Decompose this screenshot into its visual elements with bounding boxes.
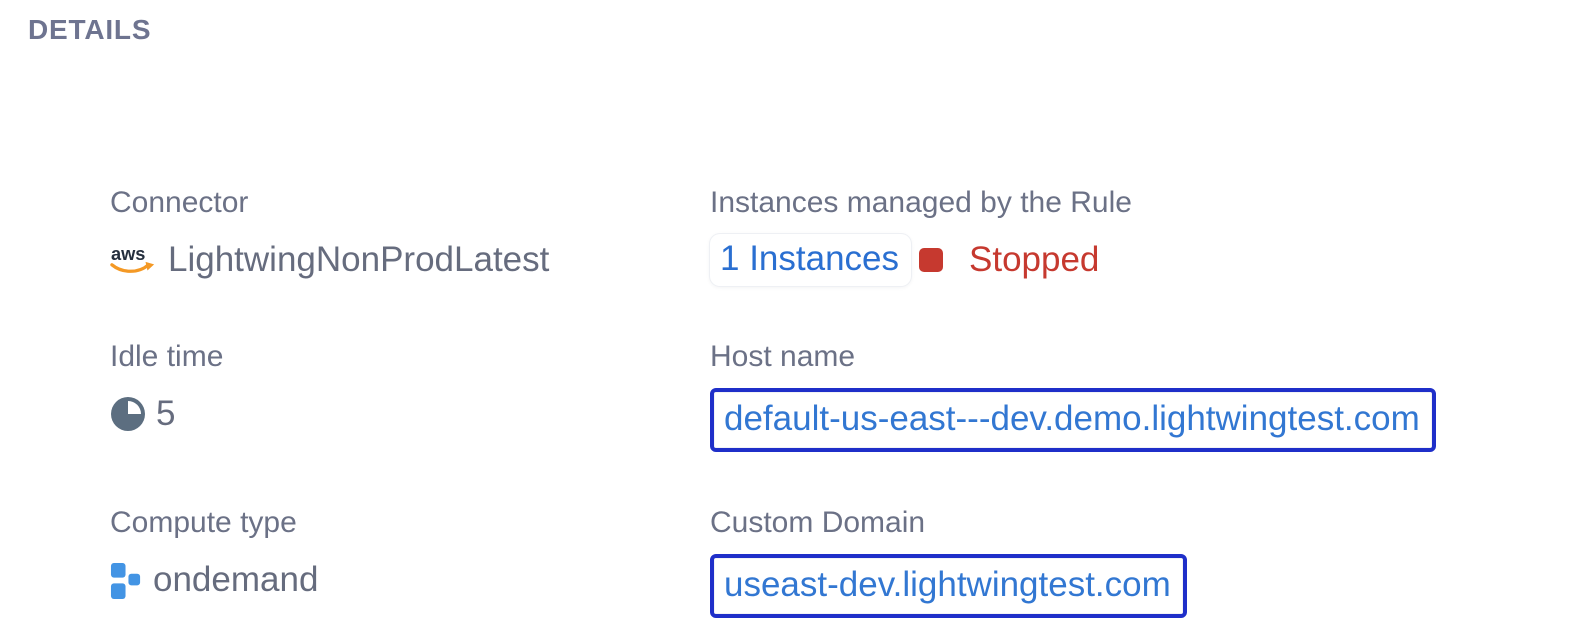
connector-value: LightwingNonProdLatest	[168, 240, 550, 279]
custom-domain-link[interactable]: useast-dev.lightwingtest.com	[710, 554, 1187, 618]
host-name-value: default-us-east---dev.demo.lightwingtest…	[724, 399, 1420, 438]
blocks-icon	[110, 559, 143, 602]
stopped-status-icon	[919, 248, 943, 272]
aws-icon: aws	[110, 243, 158, 277]
host-name-label: Host name	[710, 340, 856, 373]
host-name-link[interactable]: default-us-east---dev.demo.lightwingtest…	[710, 388, 1436, 452]
custom-domain-value: useast-dev.lightwingtest.com	[724, 565, 1171, 604]
idle-time-value: 5	[156, 394, 176, 433]
custom-domain-label: Custom Domain	[710, 506, 926, 539]
instances-count-text: 1 Instances	[720, 239, 899, 278]
field-idle-time: Idle time 5	[110, 338, 710, 440]
pie-clock-icon	[110, 396, 146, 432]
field-instances: Instances managed by the Rule 1 Instance…	[710, 184, 1566, 286]
svg-text:aws: aws	[111, 243, 145, 264]
compute-type-label: Compute type	[110, 506, 297, 539]
field-host-name: Host name default-us-east---dev.demo.lig…	[710, 338, 1566, 452]
instances-count-link[interactable]: 1 Instances	[710, 234, 911, 286]
instances-label: Instances managed by the Rule	[710, 186, 1132, 219]
compute-type-value: ondemand	[153, 560, 319, 599]
idle-time-label: Idle time	[110, 340, 224, 373]
details-heading: DETAILS	[28, 14, 152, 45]
field-compute-type: Compute type ondemand	[110, 504, 710, 606]
stopped-status-label: Stopped	[969, 240, 1100, 279]
field-custom-domain: Custom Domain useast-dev.lightwingtest.c…	[710, 504, 1566, 618]
field-connector: Connector aws LightwingNonProdLatest	[110, 184, 710, 286]
details-grid: Connector aws LightwingNonProdLatest Ins…	[110, 184, 1566, 618]
connector-label: Connector	[110, 186, 249, 219]
